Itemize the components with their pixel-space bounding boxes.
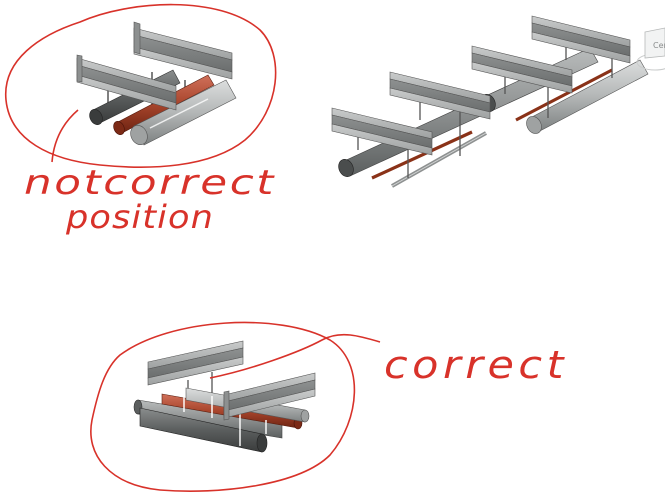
beam-back [133,21,233,80]
correct-beam-back [147,340,244,386]
long-pipe-large [526,59,649,134]
incorrect-pointer [51,109,79,163]
correct-circle [90,321,356,493]
correct-pipe-dark [139,407,268,453]
long-beam-4 [531,15,631,64]
view-cube[interactable]: Cen [636,27,665,71]
long-beam-1 [331,107,433,156]
long-run-assembly [331,15,649,188]
view-cube-label: Cen [653,41,665,50]
annotation-position: position [65,198,214,236]
correct-assembly [133,340,316,453]
incorrect-circle [5,3,277,168]
long-beam-3 [471,45,573,94]
pipe-light [130,79,237,146]
correct-pointer [209,333,381,379]
annotation-correct: correct [384,343,568,387]
annotation-not-correct: notcorrect [24,163,276,203]
correct-beam-front [223,372,316,421]
long-beam-2 [389,71,491,120]
incorrect-assembly [76,21,237,146]
beam-front [76,54,177,111]
long-pipe-copper [371,68,613,180]
